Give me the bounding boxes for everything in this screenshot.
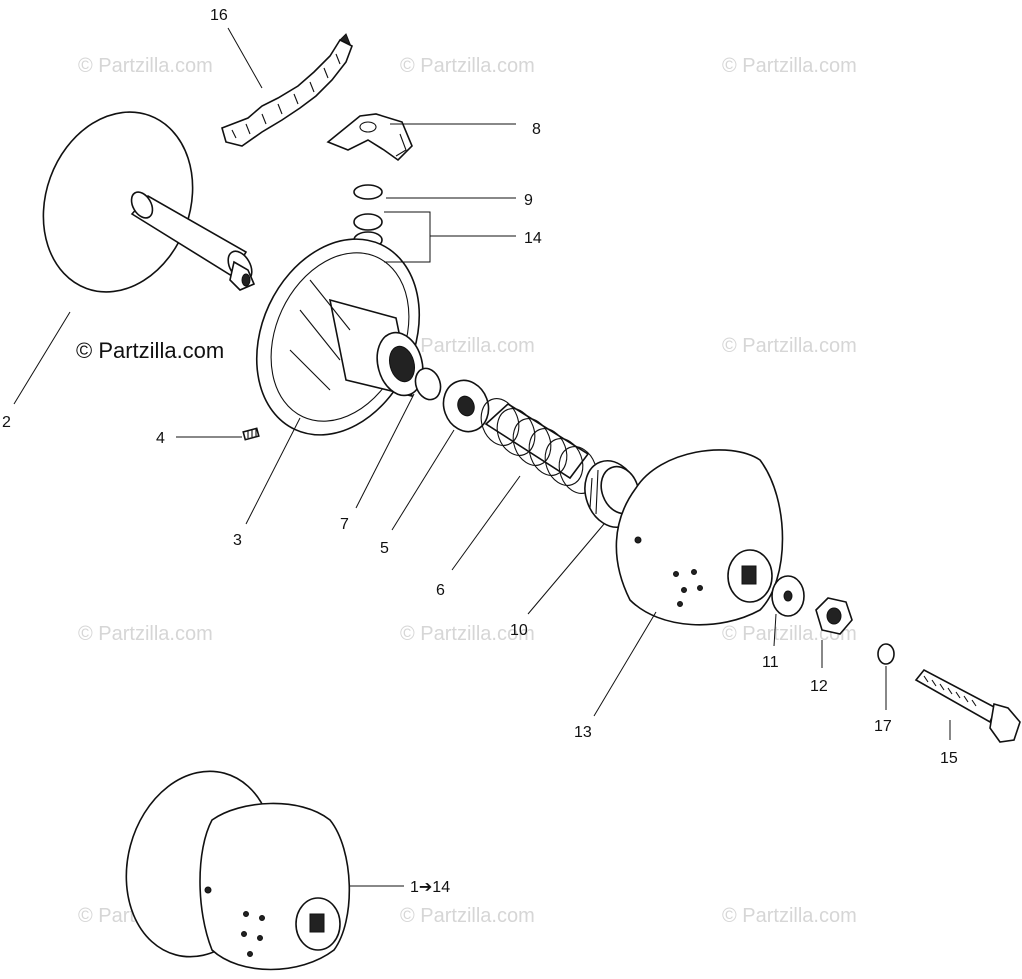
callout-12: 12 (810, 678, 828, 695)
part-11-washer (771, 575, 805, 617)
callout-6: 6 (436, 582, 445, 599)
watermark: © Partzilla.com (78, 55, 213, 77)
part-7-retaining-ring (414, 367, 442, 401)
callout-10: 10 (510, 622, 528, 639)
part-1-14-assembly (125, 770, 351, 971)
watermark: © Partzilla.com (400, 623, 535, 645)
callout-9: 9 (524, 192, 533, 209)
callout-4: 4 (156, 430, 165, 447)
part-15-bolt (914, 668, 1021, 743)
part-16-ramp-strip (221, 33, 354, 147)
part-5-spring-seat (442, 379, 490, 433)
part-8-cam (326, 113, 413, 162)
callout-13: 13 (574, 724, 592, 741)
callout-7: 7 (340, 516, 349, 533)
watermark: © Partzilla.com (400, 335, 535, 357)
watermark: © Partzilla.com (722, 335, 857, 357)
watermark-strong: © Partzilla.com (76, 338, 224, 363)
callout-17: 17 (874, 718, 892, 735)
callout-15: 15 (940, 750, 958, 767)
part-4-pin (242, 427, 260, 441)
watermark: © Partzilla.com (400, 905, 535, 927)
callout-5: 5 (380, 540, 389, 557)
callout-16: 16 (210, 7, 228, 24)
callout-2: 2 (2, 414, 11, 431)
part-9-washer (353, 184, 383, 200)
part-3-sliding-sheave (255, 238, 424, 436)
callout-11: 11 (762, 654, 779, 671)
watermark: © Partzilla.com (78, 623, 213, 645)
part-13-spring-cover (615, 449, 784, 626)
watermark: © Partzilla.com (722, 905, 857, 927)
callout-14: 14 (524, 230, 542, 247)
callout-1-14: 1➔14 (410, 879, 450, 896)
callout-8: 8 (532, 121, 541, 138)
part-6-spring (480, 398, 598, 494)
watermark: © Partzilla.com (722, 55, 857, 77)
callouts: 16 8 9 14 2 4 3 7 5 6 10 11 12 13 17 15 … (2, 7, 958, 896)
part-2-fixed-sheave (42, 111, 256, 293)
part-12-hex-nut (815, 597, 853, 635)
leader-lines (13, 27, 951, 887)
watermark: © Partzilla.com (400, 55, 535, 77)
part-17-lock-washer (877, 643, 895, 665)
callout-3: 3 (233, 532, 242, 549)
